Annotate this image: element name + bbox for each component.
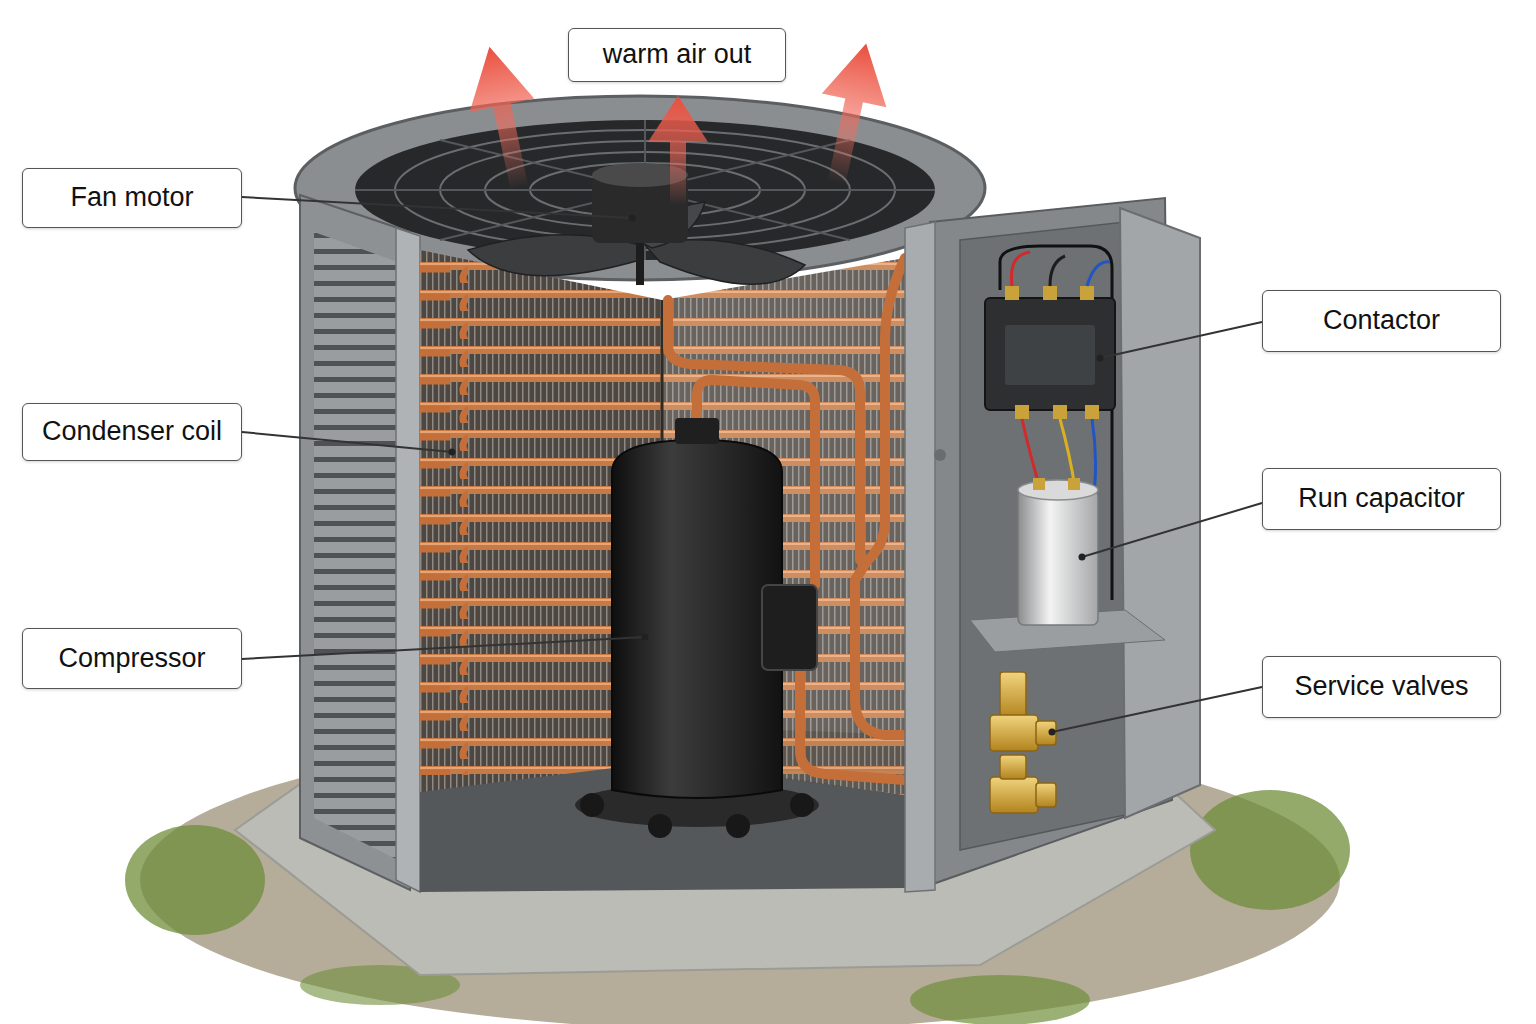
part-label: Condenser coil (36, 416, 228, 447)
label-box: Service valves (1262, 656, 1501, 718)
terminal (1080, 286, 1094, 300)
leader-line (242, 197, 632, 218)
louvers (314, 232, 398, 860)
contactor-face (1005, 325, 1095, 385)
compressor-foot (790, 793, 814, 817)
label-box: Run capacitor (1262, 468, 1501, 530)
wire-red (1022, 419, 1040, 488)
part-label: Run capacitor (1292, 483, 1471, 514)
grass-patch (1190, 790, 1350, 910)
label-box: Condenser coil (22, 403, 242, 461)
part-label: Contactor (1317, 305, 1446, 336)
leader-line (1052, 687, 1262, 732)
part-label: Service valves (1288, 671, 1474, 702)
leader-dot (1097, 355, 1104, 362)
leader-dots (449, 215, 1104, 736)
label-box: Fan motor (22, 168, 242, 228)
leader-dot (642, 634, 649, 641)
part-label: Compressor (52, 643, 211, 674)
corner-post (396, 228, 420, 892)
label-box: Contactor (1262, 290, 1501, 352)
fan-shaft (636, 240, 644, 285)
air-arrow (648, 96, 708, 205)
label-box: Compressor (22, 628, 242, 689)
leader-line (242, 432, 452, 452)
fan-blade (645, 240, 805, 285)
compressor-foot (648, 814, 672, 838)
leader-line (242, 637, 645, 659)
terminal-box (762, 585, 817, 670)
compressor-neck (675, 418, 719, 444)
part-label: Fan motor (64, 182, 199, 213)
terminal (1085, 405, 1099, 419)
terminal (1068, 478, 1080, 490)
terminal (1005, 286, 1019, 300)
compressor-foot (580, 793, 604, 817)
valve-nut (1036, 721, 1056, 745)
grass-patch (125, 825, 265, 935)
air-arrow (804, 37, 898, 191)
grass-patch (910, 975, 1090, 1024)
leader-dot (1079, 554, 1086, 561)
terminal (1053, 405, 1067, 419)
leader-line (1082, 503, 1262, 557)
wire-blue (1087, 262, 1110, 286)
air-arrow (457, 40, 552, 196)
label-box: warm air out (568, 28, 786, 82)
wire-yellow (1060, 419, 1075, 488)
side-panel (300, 195, 410, 890)
electrical-box (960, 222, 1125, 850)
access-door (1120, 208, 1200, 818)
compressor-shell (612, 440, 782, 798)
valve-cap (1000, 672, 1026, 718)
coil-bends (420, 255, 468, 775)
leader-line (1100, 322, 1262, 358)
leader-dot (629, 215, 636, 222)
service-valve (990, 777, 1038, 813)
wire-red (1011, 252, 1030, 286)
service-valve (990, 715, 1038, 751)
capacitor-top (1018, 480, 1098, 500)
wire-black (1050, 256, 1065, 286)
valve-stem (1000, 755, 1026, 779)
terminal (1043, 286, 1057, 300)
terminal (1033, 478, 1045, 490)
contactor-body (985, 298, 1115, 410)
panel-screw (934, 449, 946, 461)
leader-lines (242, 197, 1262, 732)
leader-dot (449, 449, 456, 456)
leader-dot (1049, 729, 1056, 736)
capacitor-can (1018, 490, 1098, 625)
part-label: warm air out (597, 39, 758, 70)
terminal (1015, 405, 1029, 419)
compressor-foot (726, 814, 750, 838)
valve-nut (1036, 783, 1056, 807)
front-pillar (905, 222, 935, 892)
